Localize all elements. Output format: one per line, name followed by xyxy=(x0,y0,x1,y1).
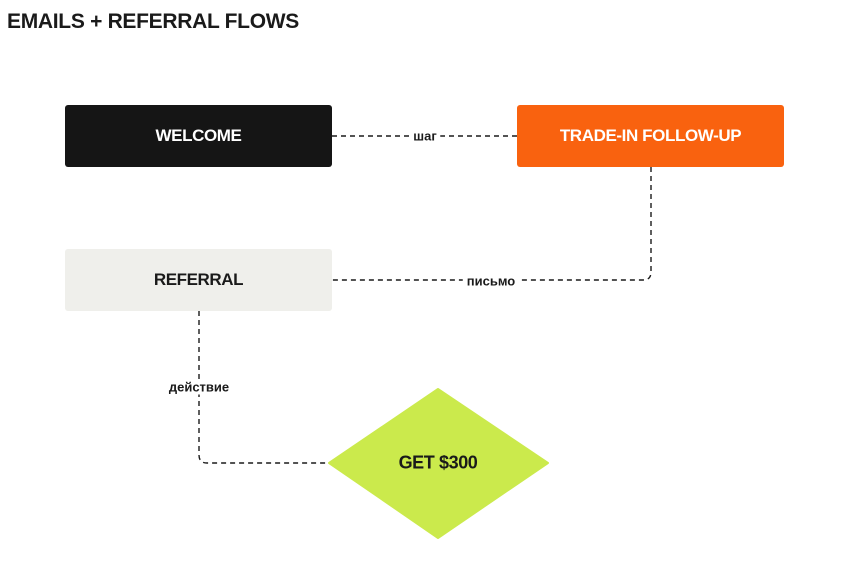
node-welcome-label: WELCOME xyxy=(155,126,242,145)
edge-trade-in-referral xyxy=(332,167,652,281)
node-trade-in-label: TRADE-IN FOLLOW-UP xyxy=(559,126,742,145)
reward-diamond-shape xyxy=(328,388,549,539)
node-referral-label: REFERRAL xyxy=(153,270,244,289)
edge-label-step: шаг xyxy=(409,128,441,144)
diagram-title: EMAILS + REFERRAL FLOWS xyxy=(7,10,299,33)
edge-label-action: действие xyxy=(164,379,234,395)
node-trade-in-follow-up[interactable]: TRADE-IN FOLLOW-UP xyxy=(517,105,784,167)
edge-label-letter: письмо xyxy=(462,273,520,289)
edge-referral-reward xyxy=(198,311,329,464)
node-welcome[interactable]: WELCOME xyxy=(65,105,332,167)
node-referral[interactable]: REFERRAL xyxy=(65,249,332,311)
node-reward-label: GET $300 xyxy=(398,452,478,473)
